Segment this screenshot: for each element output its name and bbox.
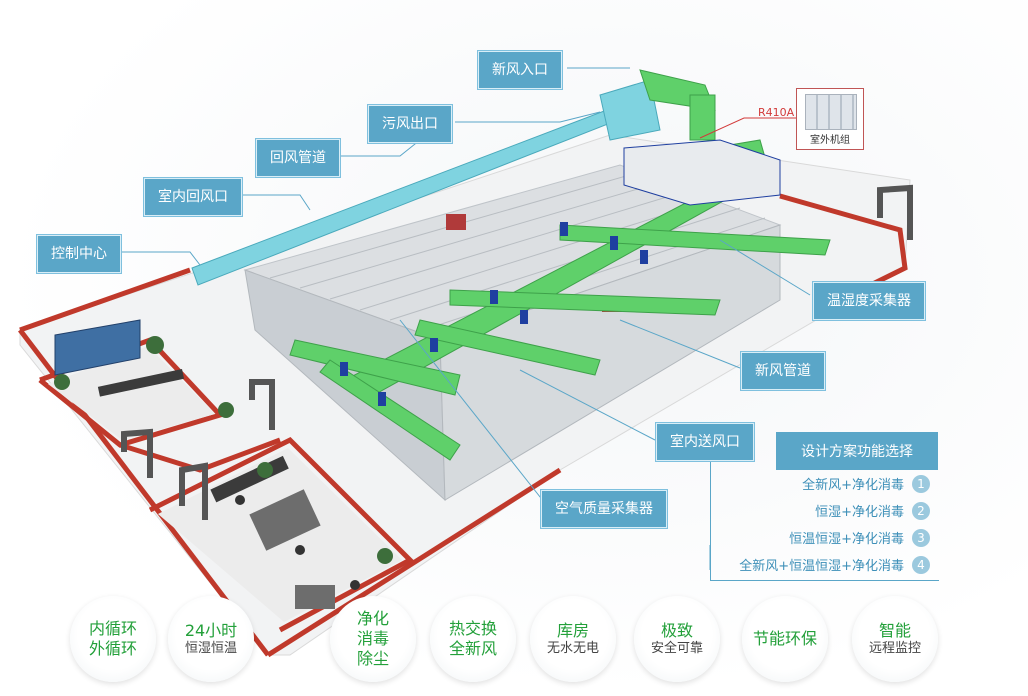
refrigerant-label: R410A bbox=[758, 106, 795, 119]
return-duct-riser bbox=[599, 79, 661, 141]
feature-line1: 内循环 bbox=[88, 619, 137, 638]
feature-line1: 24小时 bbox=[184, 620, 238, 640]
feature-line2: 无水无电 bbox=[546, 640, 599, 656]
feature-line2: 远程监控 bbox=[868, 640, 921, 656]
option-item[interactable]: 全新风+净化消毒 1 bbox=[802, 474, 930, 493]
control-screen bbox=[54, 319, 141, 376]
options-frame bbox=[710, 462, 939, 581]
option-number-badge: 2 bbox=[912, 501, 930, 520]
feature-line1: 净化 bbox=[356, 609, 389, 628]
option-number-badge: 3 bbox=[912, 528, 930, 547]
callout-air-quality-collector: 空气质量采集器 bbox=[540, 489, 668, 529]
feature-line1: 库房 bbox=[556, 620, 589, 640]
outdoor-unit-platform bbox=[623, 139, 781, 206]
option-number-badge: 1 bbox=[912, 474, 930, 493]
feature-circle: 智能 远程监控 bbox=[852, 596, 938, 682]
feature-circle: 库房 无水无电 bbox=[530, 596, 616, 682]
option-item[interactable]: 全新风+恒温恒湿+净化消毒 4 bbox=[739, 555, 930, 574]
ceiling-vent bbox=[446, 214, 466, 230]
feature-circle: 极致 安全可靠 bbox=[634, 596, 720, 682]
option-item[interactable]: 恒湿+净化消毒 2 bbox=[815, 501, 930, 520]
callout-return-duct: 回风管道 bbox=[255, 138, 341, 178]
feature-circle: 净化 消毒 除尘 bbox=[330, 596, 416, 682]
feature-line2: 安全可靠 bbox=[650, 640, 703, 656]
feature-circle: 内循环 外循环 bbox=[70, 596, 156, 682]
feature-line2: 外循环 bbox=[88, 639, 137, 658]
callout-exhaust-outlet: 污风出口 bbox=[367, 104, 453, 144]
option-label: 全新风+净化消毒 bbox=[802, 478, 904, 493]
outdoor-unit-icon bbox=[805, 94, 857, 130]
callout-fresh-air-inlet: 新风入口 bbox=[477, 50, 563, 90]
door-frames bbox=[121, 184, 913, 520]
callout-fresh-air-duct: 新风管道 bbox=[740, 351, 826, 391]
callout-temp-humidity-collector: 温湿度采集器 bbox=[812, 281, 926, 321]
feature-line1: 极致 bbox=[660, 620, 693, 640]
feature-circle: 节能环保 bbox=[742, 596, 828, 682]
feature-circle: 热交换 全新风 bbox=[430, 596, 516, 682]
feature-line2: 消毒 bbox=[356, 629, 389, 648]
refrigerant-pipe bbox=[699, 117, 796, 139]
feature-line1: 智能 bbox=[878, 620, 911, 640]
option-item[interactable]: 恒温恒湿+净化消毒 3 bbox=[789, 528, 930, 547]
callout-control-center: 控制中心 bbox=[36, 234, 122, 274]
options-title: 设计方案功能选择 bbox=[776, 432, 938, 470]
feature-line1: 节能环保 bbox=[752, 629, 817, 648]
feature-line2: 全新风 bbox=[448, 639, 497, 658]
duct-connectors bbox=[340, 222, 648, 406]
plants bbox=[54, 336, 393, 564]
design-options-panel: 设计方案功能选择 全新风+净化消毒 1 恒湿+净化消毒 2 恒温恒湿+净化消毒 … bbox=[710, 432, 939, 581]
feature-line1: 热交换 bbox=[448, 619, 497, 638]
option-label: 全新风+恒温恒湿+净化消毒 bbox=[739, 559, 904, 574]
callout-indoor-return-vent: 室内回风口 bbox=[143, 177, 243, 217]
callout-indoor-supply-vent: 室内送风口 bbox=[655, 422, 755, 462]
option-label: 恒温恒湿+净化消毒 bbox=[789, 532, 904, 547]
control-room-floor bbox=[48, 346, 215, 440]
outdoor-unit-label: 室外机组 bbox=[810, 135, 850, 146]
outdoor-unit-box: 室外机组 bbox=[796, 88, 864, 150]
feature-line3: 除尘 bbox=[356, 649, 389, 668]
control-desk bbox=[97, 368, 185, 397]
fresh-air-ducts bbox=[289, 69, 831, 461]
option-label: 恒湿+净化消毒 bbox=[815, 505, 904, 520]
feature-line2: 恒湿恒温 bbox=[184, 640, 237, 656]
feature-circle: 24小时 恒湿恒温 bbox=[168, 596, 254, 682]
option-number-badge: 4 bbox=[912, 555, 930, 574]
